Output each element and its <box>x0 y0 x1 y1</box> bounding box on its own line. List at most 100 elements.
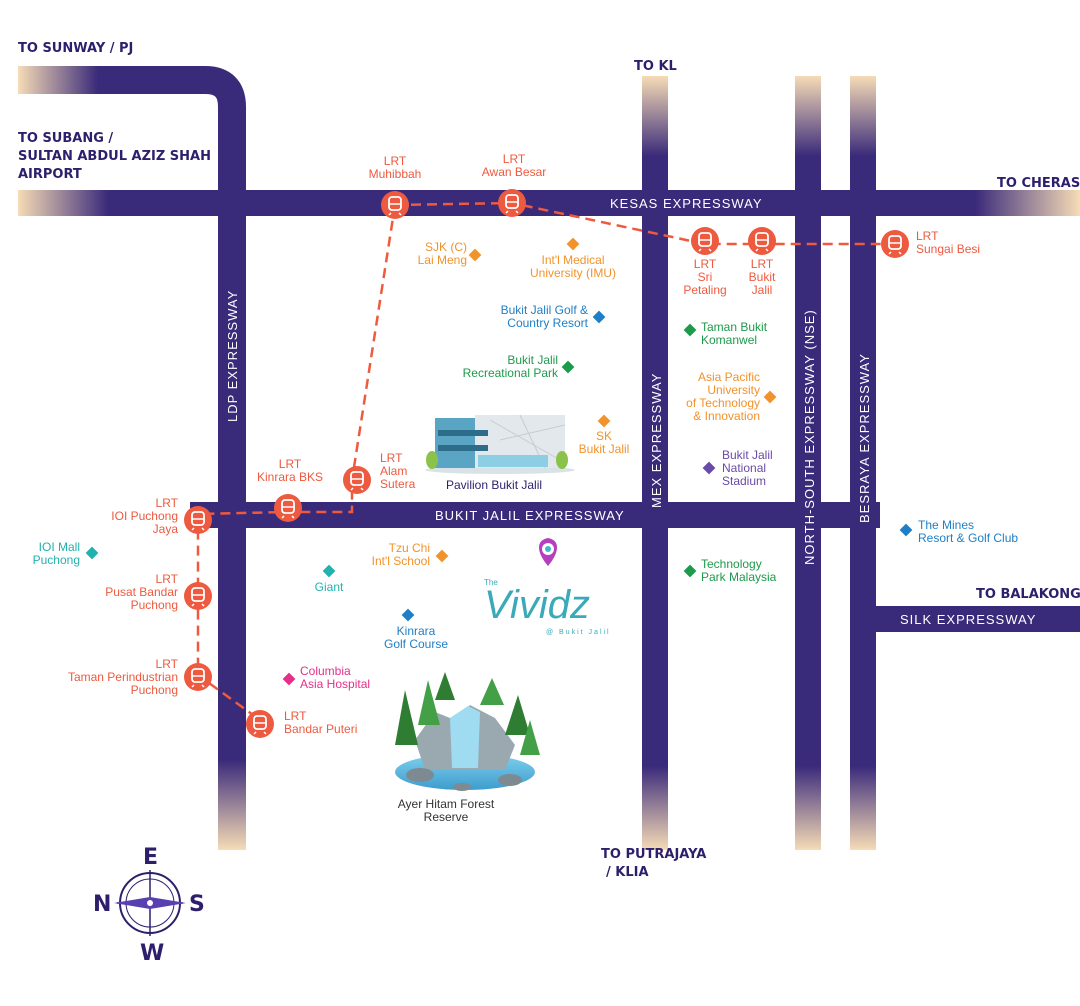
besraya-road-fade-bottom <box>850 766 876 850</box>
poi-label: Stadium <box>722 474 766 488</box>
poi-label: Technology <box>701 557 762 571</box>
forest-illustration <box>395 672 540 791</box>
lrt-station-label: LRT <box>751 257 774 271</box>
train-leg <box>505 210 509 214</box>
train-leg <box>755 248 759 252</box>
poi-label: Resort & Golf Club <box>918 531 1018 545</box>
train-leg <box>191 527 195 531</box>
lrt-station-label: Sutera <box>380 477 416 491</box>
silk-label: SILK EXPRESSWAY <box>900 612 1036 627</box>
silk-road <box>876 606 1080 632</box>
pavilion-label: Pavilion Bukit Jalil <box>446 478 542 492</box>
nse-label: NORTH-SOUTH EXPRESSWAY (NSE) <box>802 309 817 565</box>
train-icon <box>184 582 212 610</box>
mex-road-fade-top <box>642 76 668 156</box>
compass-north: N <box>93 892 111 917</box>
train-icon <box>184 506 212 534</box>
diamond-marker-icon <box>401 608 415 622</box>
mex-road-fade-bottom <box>642 766 668 850</box>
train-leg <box>398 212 402 216</box>
nse-road-fade-top <box>795 76 821 156</box>
poi-label: SK <box>596 429 612 443</box>
lrt-station-label: Sri <box>698 270 713 284</box>
kesas-label: KESAS EXPRESSWAY <box>610 196 763 211</box>
lrt-station-label: LRT <box>380 451 403 465</box>
poi-label: Bukit Jalil <box>507 353 558 367</box>
poi: Giant <box>315 564 344 594</box>
besraya-label: BESRAYA EXPRESSWAY <box>857 353 872 523</box>
train-leg <box>515 210 519 214</box>
nse-road-fade-bottom <box>795 766 821 850</box>
poi-label: Reserve <box>424 810 469 824</box>
poi-label: National <box>722 461 766 475</box>
nse-road-main <box>795 156 821 766</box>
poi-label: SJK (C) <box>425 240 467 254</box>
poi-label: Lai Meng <box>418 253 467 267</box>
lrt-station-label: Sungai Besi <box>916 242 980 256</box>
poi-label: Golf Course <box>384 637 448 651</box>
roads <box>18 66 1080 850</box>
poi-label: Asia Hospital <box>300 677 370 691</box>
lrt-station-label: Puchong <box>131 683 178 697</box>
train-leg <box>708 248 712 252</box>
to-balakong-label: TO BALAKONG <box>976 587 1080 602</box>
train-leg <box>191 603 195 607</box>
logo-small: The <box>484 578 498 587</box>
train-leg <box>291 515 295 519</box>
train-leg <box>765 248 769 252</box>
poi-label: Columbia <box>300 664 351 678</box>
to-putrajaya-label-1: TO PUTRAJAYA <box>601 847 706 862</box>
diamond-marker-icon <box>468 248 482 262</box>
train-leg <box>698 248 702 252</box>
vividz-logo: The Vividz @ Bukit Jalil <box>484 538 609 636</box>
poi-label: Giant <box>315 580 344 594</box>
train-icon <box>246 710 274 738</box>
lrt-station-label: LRT <box>156 572 179 586</box>
ldp-label: LDP EXPRESSWAY <box>225 290 240 422</box>
diamond-marker-icon <box>899 523 913 537</box>
to-putrajaya-label-2: / KLIA <box>606 865 649 880</box>
logo-main: Vividz <box>484 583 590 627</box>
bukit-jalil-road <box>190 502 880 528</box>
diamond-marker-icon <box>683 564 697 578</box>
poi-label: Asia Pacific <box>698 370 760 384</box>
ldp-road-fade <box>218 760 246 850</box>
poi-label: Int'l School <box>372 554 430 568</box>
ldp-road-main <box>218 200 246 760</box>
lrt-station-label: LRT <box>156 657 179 671</box>
train-leg <box>191 684 195 688</box>
train-icon <box>881 230 909 258</box>
poi-label: Bukit Jalil <box>579 442 630 456</box>
kesas-road-fade-left <box>18 190 108 216</box>
lrt-station-label: LRT <box>694 257 717 271</box>
poi-label: Puchong <box>33 553 80 567</box>
lrt-station-label: Bandar Puteri <box>284 722 357 736</box>
bukit-jalil-label: BUKIT JALIL EXPRESSWAY <box>435 508 625 523</box>
train-leg <box>888 251 892 255</box>
to-sunway-label: TO SUNWAY / PJ <box>18 41 133 56</box>
poi-label: Bukit Jalil <box>722 448 773 462</box>
to-cheras-label: TO CHERAS <box>997 176 1080 191</box>
lrt-station-label: LRT <box>284 709 307 723</box>
poi-label: The Mines <box>918 518 974 532</box>
lrt-station-label: Pusat Bandar <box>105 585 178 599</box>
lrt-station-label: LRT <box>503 152 526 166</box>
poi-label: Bukit Jalil Golf & <box>501 303 588 317</box>
train-leg <box>253 731 257 735</box>
poi-label: Komanwel <box>701 333 757 347</box>
lrt-station-label: LRT <box>279 457 302 471</box>
ldp-road <box>18 66 98 94</box>
train-leg <box>263 731 267 735</box>
train-leg <box>898 251 902 255</box>
